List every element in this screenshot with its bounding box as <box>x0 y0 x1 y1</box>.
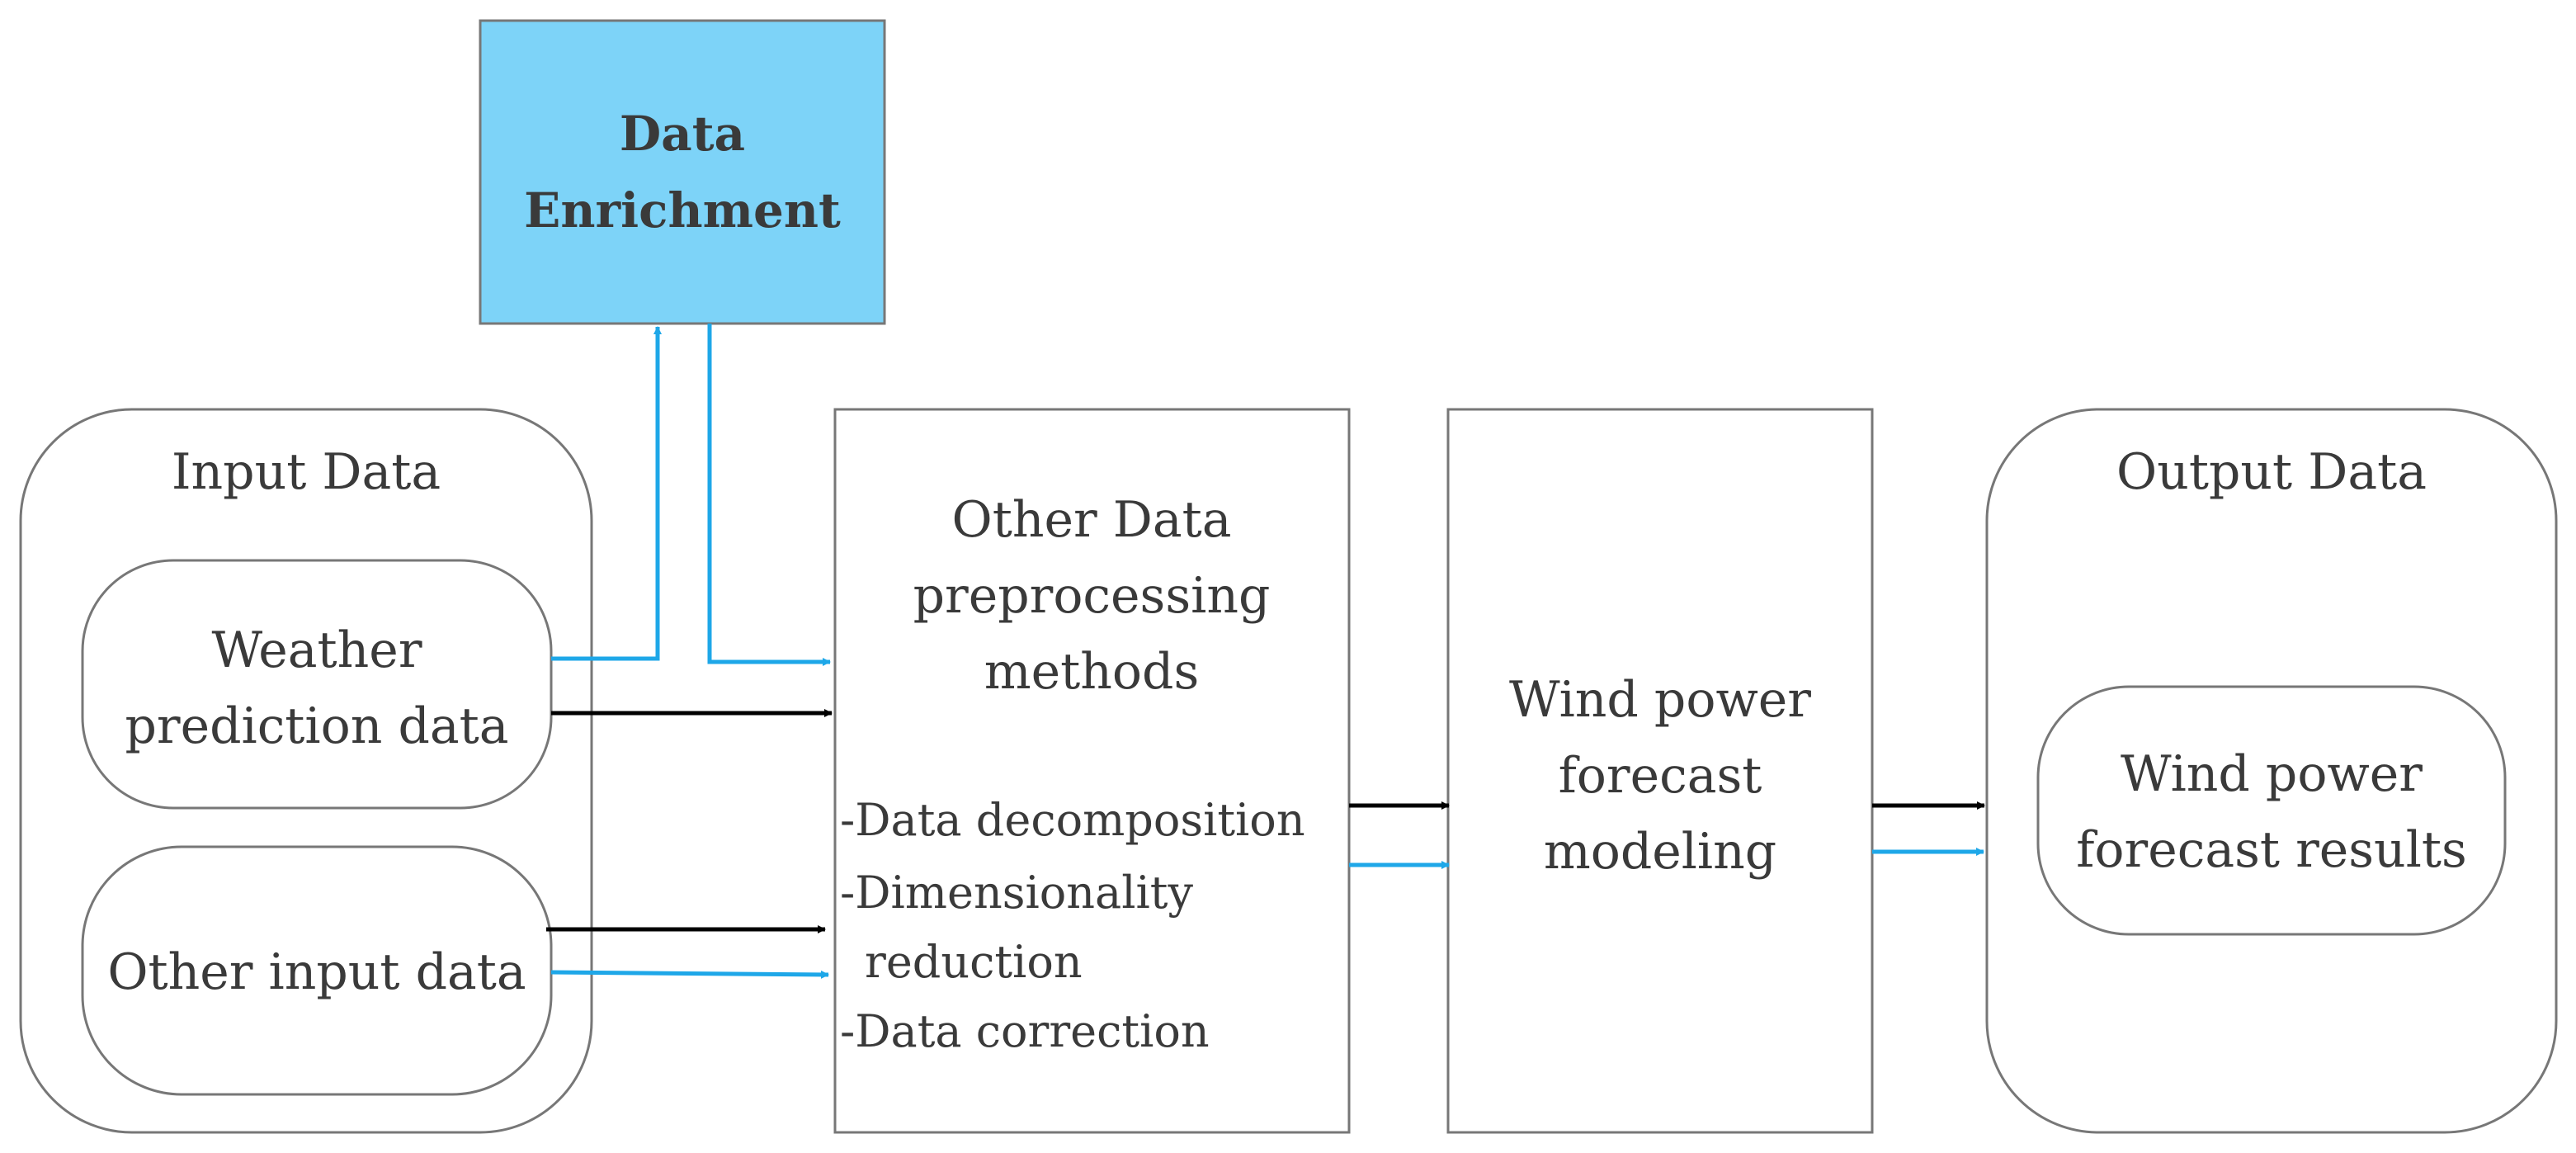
modeling-line1: Wind power <box>1509 671 1811 729</box>
preprocessing-item-dimensionality: -Dimensionality <box>840 867 1193 919</box>
other-input-to-preprocessing-blue-arrow <box>550 970 829 979</box>
weather-prediction-line1: Weather <box>212 621 422 679</box>
weather-prediction-line2: prediction data <box>125 697 509 755</box>
other-input-box: Other input data <box>81 845 553 1096</box>
preprocessing-item-decomposition: -Data decomposition <box>840 794 1305 846</box>
preprocessing-title-line2: preprocessing <box>913 567 1271 625</box>
weather-prediction-box: Weather prediction data <box>81 559 553 810</box>
output-data-group: Output Data Wind power forecast results <box>1985 408 2558 1134</box>
weather-to-enrichment-arrow <box>551 326 662 661</box>
data-enrichment-label-line2: Enrichment <box>524 182 841 239</box>
preprocessing-title-line1: Other Data <box>952 491 1232 549</box>
forecast-results-box: Wind power forecast results <box>2036 685 2507 936</box>
output-data-title: Output Data <box>2116 443 2427 501</box>
preprocessing-box: Other Data preprocessing methods -Data d… <box>833 408 1351 1134</box>
other-input-label: Other input data <box>107 943 526 1001</box>
data-enrichment-label-line1: Data <box>620 106 745 162</box>
preprocessing-item-correction: -Data correction <box>840 1005 1210 1057</box>
forecast-results-line2: forecast results <box>2076 821 2467 879</box>
input-data-title: Input Data <box>172 443 441 501</box>
input-data-group: Input Data Weather prediction data Other… <box>19 408 593 1134</box>
enrichment-to-preprocessing-arrow <box>707 324 831 666</box>
preprocessing-title-line3: methods <box>984 643 1199 701</box>
forecast-results-line1: Wind power <box>2121 745 2423 803</box>
modeling-line2: forecast <box>1559 747 1762 805</box>
modeling-box: Wind power forecast modeling <box>1446 408 1874 1134</box>
data-enrichment-box: Data Enrichment <box>479 19 886 325</box>
preprocessing-item-reduction: reduction <box>865 936 1083 988</box>
modeling-line3: modeling <box>1544 823 1776 881</box>
